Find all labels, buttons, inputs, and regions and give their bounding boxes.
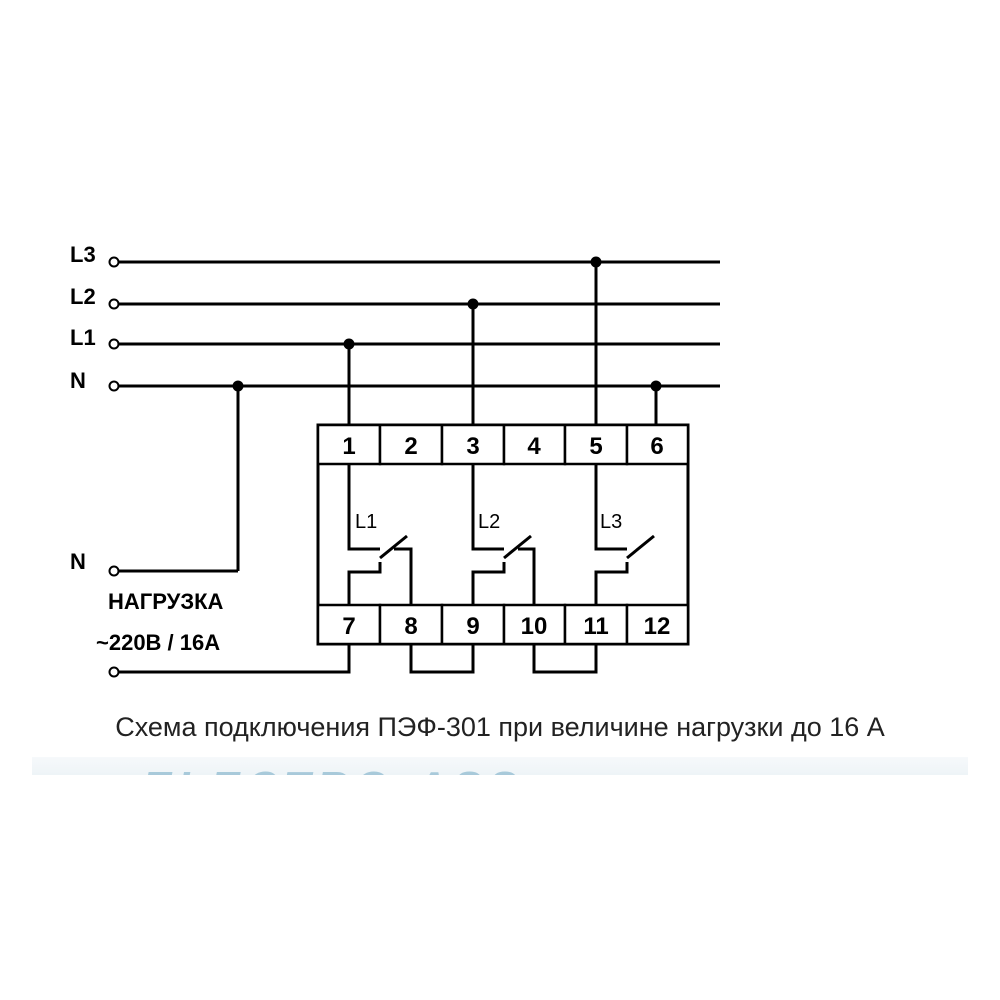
top-terminal-row: 1 2 3 4 5 6 bbox=[316, 423, 690, 466]
junction-dot bbox=[343, 338, 355, 350]
contact-input-l3 bbox=[594, 464, 627, 551]
terminal-9: 9 bbox=[466, 613, 479, 640]
contact-nc-l3 bbox=[594, 562, 629, 605]
terminal-4: 4 bbox=[527, 433, 541, 460]
label-load-rating: ~220В / 16А bbox=[96, 630, 220, 655]
label-load-name: НАГРУЗКА bbox=[108, 589, 224, 614]
diagram-caption: Схема подключения ПЭФ-301 при величине н… bbox=[115, 712, 885, 742]
terminal-cell bbox=[625, 603, 690, 646]
relay-contact-l2: L2 bbox=[471, 464, 536, 605]
contact-nc-l2 bbox=[471, 562, 506, 605]
terminal-cell bbox=[502, 423, 567, 466]
terminal-cell bbox=[563, 423, 629, 466]
terminal-6: 6 bbox=[650, 433, 663, 460]
label-l1: L1 bbox=[70, 325, 96, 350]
terminal-7: 7 bbox=[342, 613, 355, 640]
contact-input-l2 bbox=[471, 464, 504, 551]
terminal-cell bbox=[316, 423, 382, 466]
terminal-load-phase bbox=[108, 666, 120, 678]
terminal-11: 11 bbox=[583, 613, 608, 640]
junction-dot bbox=[467, 298, 479, 310]
junction-dot bbox=[590, 256, 602, 268]
switch-label-l1: L1 bbox=[355, 511, 377, 533]
terminal-2: 2 bbox=[404, 433, 417, 460]
contact-nc-l1 bbox=[347, 562, 382, 605]
terminal-cell bbox=[440, 423, 506, 466]
jumper-10-11 bbox=[532, 644, 598, 674]
switch-blade-l1 bbox=[379, 534, 408, 560]
watermark-text: ELECTRO-ASS bbox=[142, 763, 523, 775]
contact-no-l2 bbox=[518, 547, 536, 605]
terminal-10: 10 bbox=[521, 613, 548, 640]
terminal-5: 5 bbox=[589, 433, 602, 460]
terminal-n bbox=[108, 380, 120, 392]
jumper-8-9 bbox=[409, 644, 475, 674]
terminal-1: 1 bbox=[342, 433, 355, 460]
terminal-l2 bbox=[108, 298, 120, 310]
label-n: N bbox=[70, 368, 86, 393]
watermark-strip: ELECTRO-ASS bbox=[32, 757, 968, 775]
terminal-load-n bbox=[108, 565, 120, 577]
terminal-12: 12 bbox=[644, 613, 671, 640]
label-l3: L3 bbox=[70, 242, 96, 267]
bottom-terminal-row: 7 8 9 10 11 12 bbox=[316, 603, 690, 646]
junction-dot bbox=[650, 380, 662, 392]
junction-dot bbox=[232, 380, 244, 392]
relay-contact-l3: L3 bbox=[594, 464, 655, 605]
switch-label-l2: L2 bbox=[478, 511, 500, 533]
contact-input-l1 bbox=[347, 464, 380, 551]
relay-contact-l1: L1 bbox=[347, 464, 413, 605]
terminal-l3 bbox=[108, 256, 120, 268]
switch-blade-l3 bbox=[626, 534, 655, 560]
label-load-n: N bbox=[70, 549, 86, 574]
terminal-8: 8 bbox=[404, 613, 417, 640]
wire-7-to-load bbox=[118, 644, 351, 674]
terminal-cell bbox=[440, 603, 506, 646]
switch-label-l3: L3 bbox=[600, 511, 622, 533]
switch-blade-l2 bbox=[503, 534, 532, 560]
terminal-cell bbox=[378, 423, 444, 466]
terminal-l1 bbox=[108, 338, 120, 350]
terminal-cell bbox=[625, 423, 690, 466]
terminal-3: 3 bbox=[466, 433, 479, 460]
contact-no-l1 bbox=[394, 547, 413, 605]
terminal-cell bbox=[378, 603, 444, 646]
label-l2: L2 bbox=[70, 284, 96, 309]
